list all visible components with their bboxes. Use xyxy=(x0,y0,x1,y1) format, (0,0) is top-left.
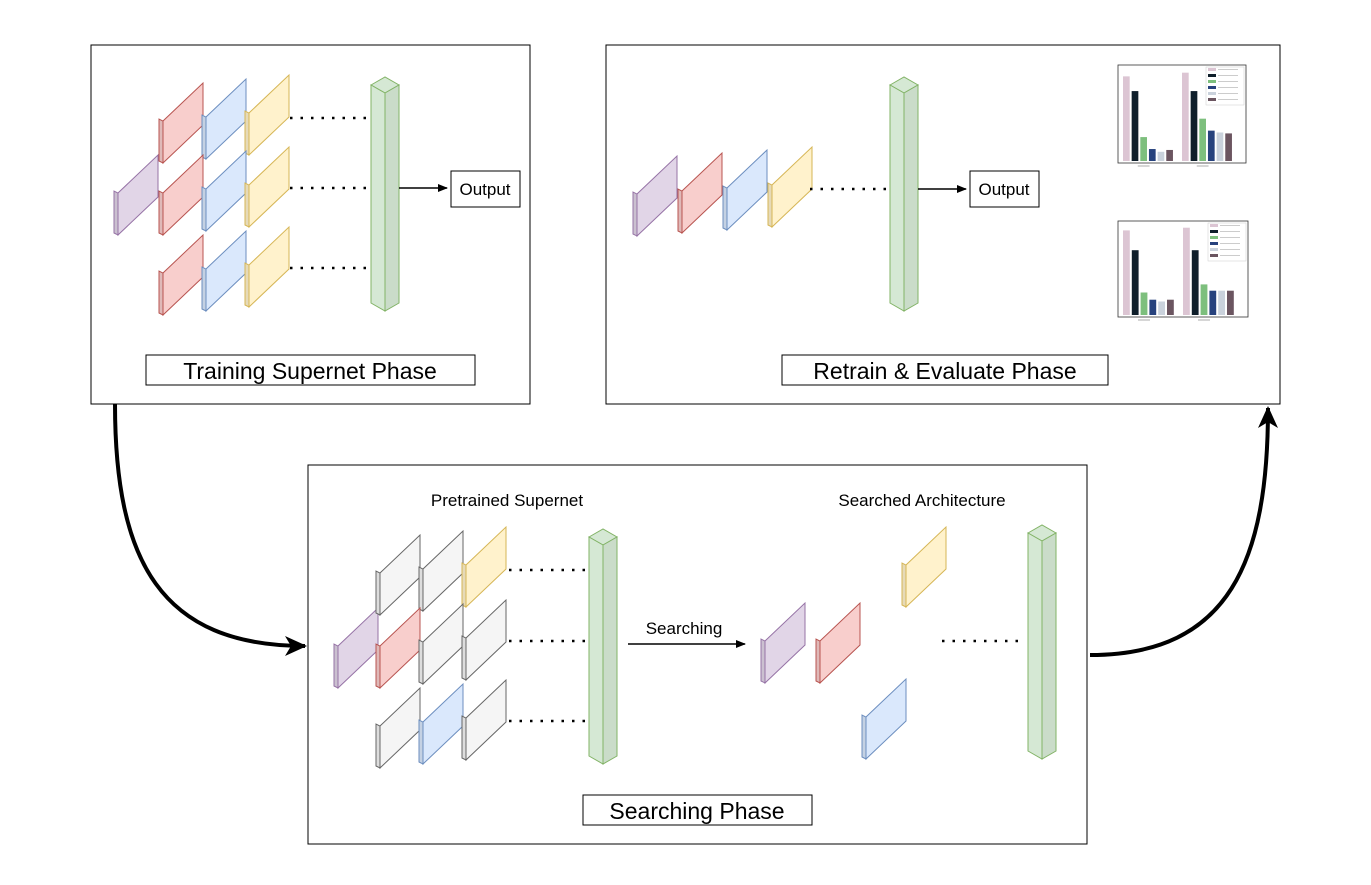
chart-bar xyxy=(1190,91,1198,161)
chart-bar xyxy=(1227,290,1234,315)
chart-bar xyxy=(1209,290,1217,315)
chart-bar xyxy=(1149,299,1157,315)
legend-swatch xyxy=(1210,242,1218,245)
chart-bar xyxy=(1191,250,1199,315)
layer-slab-red xyxy=(677,151,723,235)
chart-bar xyxy=(1158,301,1165,315)
legend-swatch xyxy=(1208,68,1216,71)
legend-swatch xyxy=(1210,236,1218,239)
chart-bar xyxy=(1167,299,1174,315)
training-output-label: Output xyxy=(459,180,510,199)
legend-swatch xyxy=(1208,98,1216,101)
chart-bar xyxy=(1140,292,1148,315)
layer-slab-purple xyxy=(632,154,678,238)
chart-bar xyxy=(1166,149,1173,161)
chart-bar xyxy=(1218,290,1225,315)
layer-slab-gray xyxy=(461,598,507,682)
evaluation-chart-thumbnail-1 xyxy=(1117,64,1247,167)
layer-slab-blue xyxy=(418,682,464,766)
legend-swatch xyxy=(1208,86,1216,89)
layer-slab-red xyxy=(815,601,861,685)
output-layer-pillar xyxy=(1026,524,1058,760)
searching-to-retrain-arrow xyxy=(1089,406,1278,657)
legend-swatch xyxy=(1210,248,1218,251)
layer-slab-gray xyxy=(375,533,421,617)
legend-swatch xyxy=(1208,74,1216,77)
training-output-layer xyxy=(369,76,401,312)
output-layer-pillar xyxy=(369,76,401,312)
retrain-output-layer xyxy=(888,76,920,312)
chart-bar xyxy=(1148,149,1156,161)
chart-bar xyxy=(1183,227,1190,315)
retrain-caption: Retrain & Evaluate Phase xyxy=(813,358,1076,384)
layer-slab-blue xyxy=(722,148,768,232)
layer-slab-blue xyxy=(861,677,907,761)
retrain-architecture-layers xyxy=(632,145,813,238)
chart-bar xyxy=(1216,132,1224,161)
chart-bar xyxy=(1207,130,1215,161)
retrain-panel: Output Retrain & Evaluate Phase xyxy=(605,44,1281,405)
training-caption-box xyxy=(145,354,476,386)
layer-slab-blue xyxy=(201,229,247,313)
chart-bar xyxy=(1123,76,1130,161)
training-panel: Output Training Supernet Phase xyxy=(90,44,531,405)
layer-slab-red xyxy=(158,81,204,165)
layer-slab-purple xyxy=(760,601,806,685)
layer-slab-gray xyxy=(418,529,464,613)
chart-bar xyxy=(1225,133,1232,161)
searching-caption: Searching Phase xyxy=(609,798,784,824)
layer-slab-gray xyxy=(375,686,421,770)
retrain-caption-box xyxy=(781,354,1109,386)
training-output-box xyxy=(450,170,521,208)
searching-arrow-label: Searching xyxy=(646,619,723,638)
layer-slab-yellow xyxy=(244,225,290,309)
chart-bar xyxy=(1157,151,1165,161)
training-to-searching-arrow xyxy=(113,403,307,656)
layer-slab-purple xyxy=(113,153,159,237)
layer-slab-blue xyxy=(201,77,247,161)
pretrained-supernet-layers xyxy=(333,525,507,770)
training-caption: Training Supernet Phase xyxy=(183,358,437,384)
layer-slab-red xyxy=(158,233,204,317)
layer-slab-gray xyxy=(418,602,464,686)
chart-bar xyxy=(1131,250,1139,315)
training-supernet-layers xyxy=(113,73,290,317)
layer-slab-red xyxy=(158,153,204,237)
legend-swatch xyxy=(1210,224,1218,227)
legend-swatch xyxy=(1210,230,1218,233)
legend-swatch xyxy=(1208,80,1216,83)
layer-slab-yellow xyxy=(767,145,813,229)
pretrained-output-layer xyxy=(587,528,619,765)
searched-architecture-layers xyxy=(760,525,947,761)
searching-panel: Pretrained Supernet Searched Architectur… xyxy=(307,464,1088,845)
chart-bar xyxy=(1123,230,1130,315)
output-layer-pillar xyxy=(587,528,619,765)
retrain-output-box xyxy=(969,170,1040,208)
layer-slab-yellow xyxy=(244,73,290,157)
layer-slab-yellow xyxy=(901,525,947,609)
searching-caption-box xyxy=(582,794,813,826)
chart-bar xyxy=(1200,284,1208,315)
chart-bar xyxy=(1182,72,1189,161)
layer-slab-yellow xyxy=(244,145,290,229)
layer-slab-gray xyxy=(461,678,507,762)
searched-architecture-label: Searched Architecture xyxy=(838,491,1005,510)
layer-slab-yellow xyxy=(461,525,507,609)
evaluation-chart-thumbnail-2 xyxy=(1117,220,1249,321)
retrain-output-label: Output xyxy=(978,180,1029,199)
legend-swatch xyxy=(1210,254,1218,257)
chart-bar xyxy=(1131,91,1139,161)
chart-bar xyxy=(1140,137,1147,161)
output-layer-pillar xyxy=(888,76,920,312)
searched-output-layer xyxy=(1026,524,1058,760)
layer-slab-blue xyxy=(201,149,247,233)
pretrained-supernet-label: Pretrained Supernet xyxy=(431,491,583,510)
legend-swatch xyxy=(1208,92,1216,95)
chart-bar xyxy=(1199,118,1206,161)
layer-slab-red xyxy=(375,606,421,690)
